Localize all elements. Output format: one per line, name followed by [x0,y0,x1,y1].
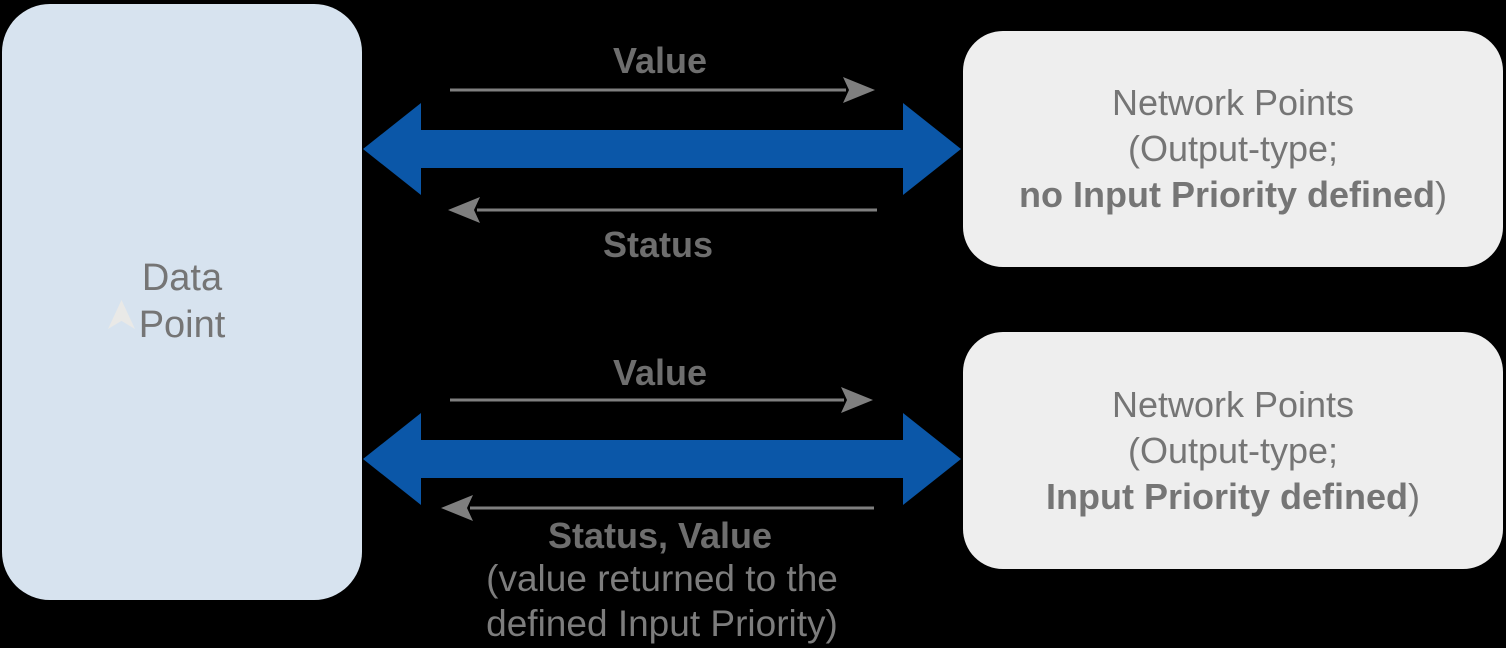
network-box-top-line2: (Output-type; [1127,128,1339,169]
bottom-value-arrowhead [841,387,873,413]
network-box-top-line1: Network Points [1111,82,1355,123]
network-box-bottom-line3: Input Priority defined) [1046,474,1420,520]
bottom-value-arrow-right-icon [450,387,873,413]
bottom-value-label: Value [612,352,708,393]
network-box-bottom-line3-bold: Input Priority defined [1045,475,1408,517]
top-value-arrow-right-icon [450,77,875,103]
network-box-bottom-line2: (Output-type; [1127,429,1339,471]
bottom-status-arrowhead [441,495,473,521]
network-box-top-line3-suffix: ) [1435,174,1447,215]
bottom-status-label: Status, Value [547,515,773,556]
network-box-bottom-line1: Network Points [1111,383,1355,425]
data-point-label-line2: Point [138,304,226,346]
network-box-top-line3-bold: no Input Priority defined [1019,174,1435,215]
top-status-label: Status [602,224,714,265]
top-bidirectional-arrow-icon [363,103,961,195]
bottom-status-note-line2: defined Input Priority) [486,603,838,644]
data-point-label-line1: Data [141,257,223,299]
top-status-arrow-left-icon [448,197,877,223]
top-bidirectional-arrow-shape [363,103,961,195]
top-value-label: Value [612,40,708,81]
top-status-arrowhead [448,197,480,223]
network-points-box-priority-defined: Network Points (Output-type; Input Prior… [963,332,1503,569]
bottom-bidirectional-arrow-icon [363,413,961,505]
bottom-bidirectional-arrow-shape [363,413,961,505]
top-value-arrowhead [843,77,875,103]
network-points-box-no-priority: Network Points (Output-type; no Input Pr… [963,31,1503,267]
data-point-box: Data Point [2,4,362,600]
bottom-status-note-line1: (value returned to the [486,558,838,599]
network-box-top-line3: no Input Priority defined) [1019,172,1447,218]
bottom-status-arrow-left-icon [441,495,874,521]
network-box-bottom-line3-suffix: ) [1408,475,1420,517]
